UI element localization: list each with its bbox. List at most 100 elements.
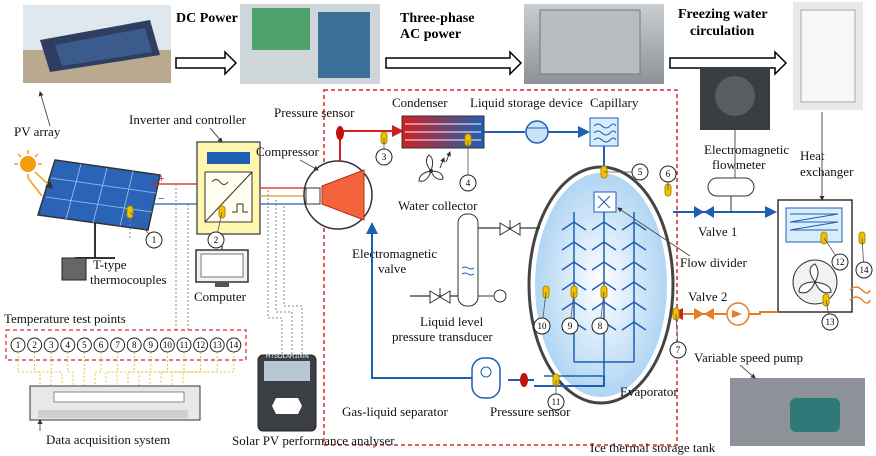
label-ice-tank: Ice thermal storage tank (590, 440, 716, 455)
test-point-label-3: 3 (49, 340, 54, 350)
label-em-valve-2: valve (378, 261, 406, 276)
svg-text:−: − (158, 193, 164, 205)
marker-label-m8: 8 (598, 321, 603, 331)
daq-wire-9 (127, 352, 152, 386)
electromagnetic-valve-bottom (429, 288, 451, 304)
sun-icon (14, 150, 54, 197)
label-liquid-level-1: Liquid level (420, 314, 484, 329)
marker-label-m10: 10 (538, 321, 548, 331)
test-point-label-5: 5 (82, 340, 87, 350)
pressure-sensor-bottom (520, 373, 528, 387)
arrow-freezing-water: Freezing water circulation (669, 7, 788, 76)
pipe-discharge (339, 125, 404, 161)
marker-circle-m3 (375, 148, 393, 166)
marker-circle-m2 (207, 231, 225, 249)
electromagnetic-valve-top (499, 220, 521, 236)
compressor (303, 160, 373, 230)
arrow-ac-power: Three-phase AC power (385, 11, 523, 76)
test-point-label-4: 4 (66, 340, 71, 350)
label-em-flowmeter-1: Electromagnetic (704, 142, 789, 157)
marker-label-m14: 14 (860, 265, 870, 275)
label-capillary: Capillary (590, 95, 639, 110)
photo-ice-tank (524, 4, 664, 84)
em-flowmeter (707, 177, 755, 212)
test-point-label-12: 12 (196, 340, 205, 350)
daq-wire-1 (17, 352, 41, 386)
data-acquisition-system (29, 385, 201, 421)
label-pressure-sensor-top: Pressure sensor (274, 105, 355, 120)
label-water-collector: Water collector (398, 198, 478, 213)
header-ac-line2: AC power (400, 27, 461, 42)
label-valve2: Valve 2 (688, 289, 727, 304)
daq-wire-3 (50, 352, 63, 386)
marker-circle-m9 (561, 317, 579, 335)
label-liquid-level-2: pressure transducer (392, 329, 493, 344)
pipe-water-return (671, 308, 778, 320)
photo-pump (730, 378, 865, 446)
label-inverter: Inverter and controller (129, 112, 247, 127)
daq-wire-12 (160, 352, 201, 386)
daq-wire-7 (105, 352, 118, 386)
capillary (589, 117, 619, 147)
test-point-label-2: 2 (32, 340, 37, 350)
label-temp-test-points: Temperature test points (4, 311, 126, 326)
analyser-screen-text: HTSOLAR100N (266, 354, 309, 360)
photo-pv-array (23, 5, 171, 83)
label-solar-analyser: Solar PV performance analyser (232, 433, 395, 448)
marker-label-m4: 4 (466, 178, 471, 188)
label-data-acq: Data acquisition system (46, 432, 170, 447)
test-point-label-11: 11 (180, 340, 189, 350)
marker-circle-m8 (591, 317, 609, 335)
test-point-label-1: 1 (16, 340, 21, 350)
label-condenser: Condenser (392, 95, 448, 110)
marker-circle-m12 (831, 253, 849, 271)
label-t-thermocouples-2: thermocouples (90, 272, 167, 287)
header-ac-line1: Three-phase (400, 11, 474, 26)
marker-circle-m5 (631, 163, 649, 181)
marker-label-m7: 7 (676, 345, 681, 355)
marker-label-m1: 1 (152, 235, 157, 245)
label-gas-liquid-sep: Gas-liquid separator (342, 404, 448, 419)
marker-circle-m14 (855, 261, 873, 279)
water-collector (457, 213, 479, 307)
label-pv-array: PV array (14, 124, 61, 139)
marker-circle-m7 (669, 341, 687, 359)
test-point-label-7: 7 (115, 340, 120, 350)
heat-exchanger (777, 199, 853, 313)
label-computer: Computer (194, 289, 247, 304)
marker-circle-m13 (821, 313, 839, 331)
photo-flowmeter (700, 68, 770, 130)
flow-divider (593, 191, 617, 213)
marker-label-m2: 2 (214, 235, 219, 245)
marker-label-m12: 12 (836, 257, 845, 267)
daq-wire-13 (171, 352, 218, 386)
photo-inverter (240, 4, 380, 84)
daq-wires (17, 352, 235, 386)
gas-liquid-separator (471, 357, 501, 399)
variable-speed-pump (726, 302, 750, 326)
label-em-valve-1: Electromagnetic (352, 246, 437, 261)
liquid-level-transducer (478, 289, 507, 303)
daq-wire-10 (138, 352, 168, 386)
label-compressor: Compressor (256, 144, 320, 159)
label-evaporator: Evaporator (620, 384, 678, 399)
svg-text:+: + (158, 173, 164, 185)
test-point-label-8: 8 (132, 340, 137, 350)
condenser (401, 115, 485, 149)
inverter-controller (196, 141, 261, 235)
header-dc-power: DC Power (176, 11, 238, 26)
ice-storage-boundary (323, 89, 678, 446)
test-point-label-13: 13 (213, 340, 223, 350)
computer-icon (195, 249, 249, 287)
arrow-dc-power: DC Power (175, 11, 238, 76)
test-points-frame (5, 329, 247, 361)
marker-circle-m4 (459, 174, 477, 192)
label-liquid-storage: Liquid storage device (470, 95, 583, 110)
valve-1 (694, 206, 714, 218)
test-point-label-6: 6 (99, 340, 104, 350)
photo-heat-exchanger (793, 2, 863, 110)
marker-label-m3: 3 (382, 152, 387, 162)
